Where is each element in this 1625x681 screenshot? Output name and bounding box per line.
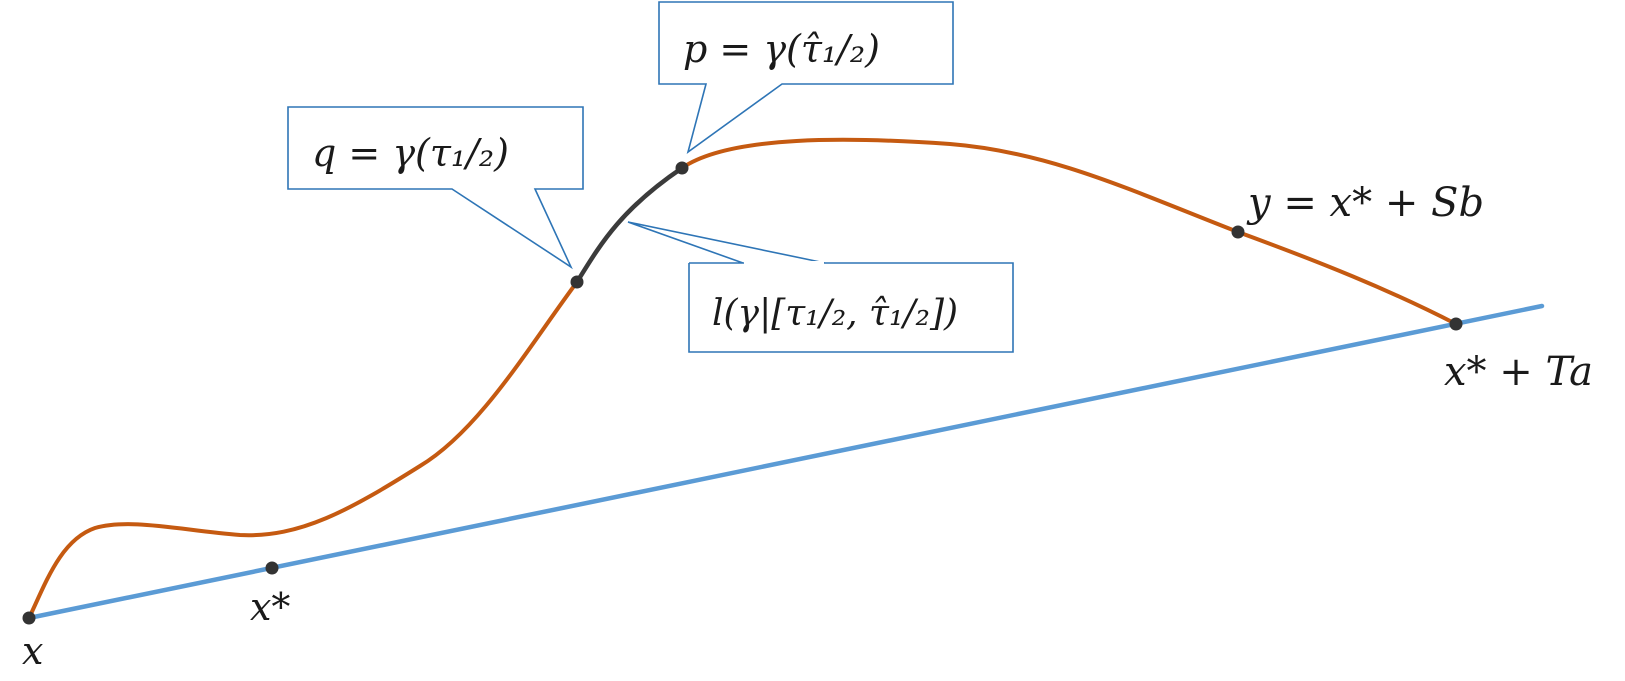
curve-gamma-upper [680,137,1458,326]
callout-length-text: l(γ|[τ₁/₂, τ̂₁/₂]) [712,293,958,334]
curve-gamma-lower [27,280,579,620]
point-x-star-plus-Ta [1449,317,1463,331]
callout-p-box [658,1,954,154]
callout-p-text: p = γ(τ̂₁/₂) [683,27,880,71]
point-p [675,161,689,175]
point-q [570,275,584,289]
label-y-eq: y = x* + Sb [1246,180,1484,226]
point-x-star [265,561,279,575]
callout-p: p = γ(τ̂₁/₂) [658,1,954,154]
straight-line [26,303,1545,621]
callout-length-mask [744,261,824,265]
callout-length-box [627,221,1014,353]
label-x-star-plus-Ta: x* + Ta [1444,349,1593,395]
callout-q-box [287,106,584,270]
curve-gamma-segment [574,165,685,285]
callout-q: q = γ(τ₁/₂) [287,106,584,270]
callout-q-text: q = γ(τ₁/₂) [312,131,509,175]
point-x [22,611,36,625]
point-y [1231,225,1245,239]
label-x: x [22,629,43,673]
label-x-star: x* [250,585,290,629]
callout-length: l(γ|[τ₁/₂, τ̂₁/₂]) [627,221,1014,353]
